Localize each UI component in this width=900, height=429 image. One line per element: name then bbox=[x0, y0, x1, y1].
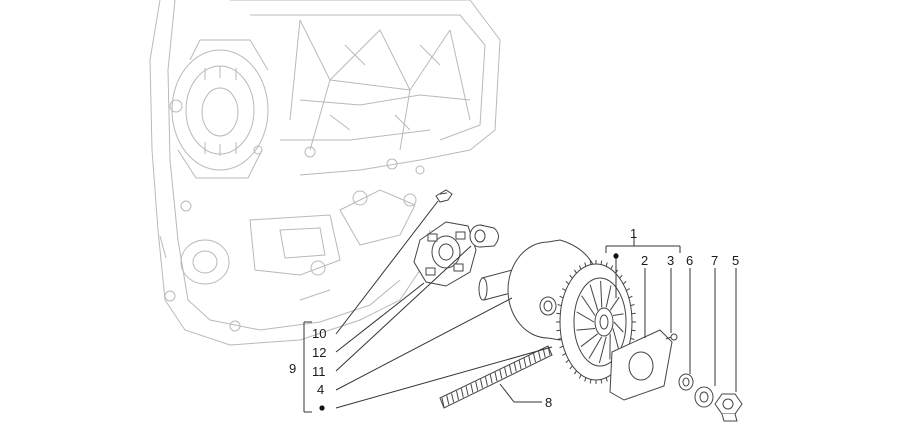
callout-9: 9 bbox=[289, 361, 296, 376]
kit-marker-dot bbox=[319, 405, 325, 411]
part-ramp-plate bbox=[413, 221, 477, 287]
callout-8: 8 bbox=[545, 395, 552, 410]
callout-10: 10 bbox=[312, 326, 326, 341]
part-clip bbox=[435, 189, 453, 203]
kit-marker-dot bbox=[613, 253, 619, 259]
part-washer-small bbox=[678, 373, 694, 391]
part-nut bbox=[714, 393, 743, 422]
callout-11: 11 bbox=[312, 364, 326, 379]
crankcase-housing bbox=[149, 0, 501, 346]
callout-7: 7 bbox=[711, 253, 718, 268]
part-drive-belt bbox=[439, 345, 553, 409]
callout-4: 4 bbox=[317, 382, 324, 397]
part-cover-plate bbox=[609, 329, 673, 401]
callout-2: 2 bbox=[641, 253, 648, 268]
callout-5: 5 bbox=[732, 253, 739, 268]
part-screw bbox=[665, 333, 678, 341]
callout-1: 1 bbox=[630, 226, 637, 241]
leader-lines bbox=[303, 200, 737, 413]
part-washer bbox=[694, 386, 714, 408]
part-bushing bbox=[469, 224, 499, 248]
callout-3: 3 bbox=[667, 253, 674, 268]
callout-6: 6 bbox=[686, 253, 693, 268]
callout-12: 12 bbox=[312, 345, 326, 360]
